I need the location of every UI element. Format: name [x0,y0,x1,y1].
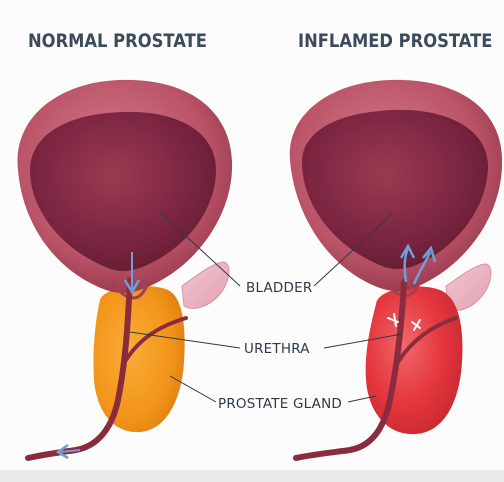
prostate-gland-label: PROSTATE GLAND [218,396,342,412]
normal-prostate-diagram [17,80,232,458]
bladder-label: BLADDER [246,280,312,296]
urethra-label: URETHRA [244,341,310,357]
inflamed-prostate-gland [366,286,463,434]
normal-prostate-gland [93,286,184,432]
